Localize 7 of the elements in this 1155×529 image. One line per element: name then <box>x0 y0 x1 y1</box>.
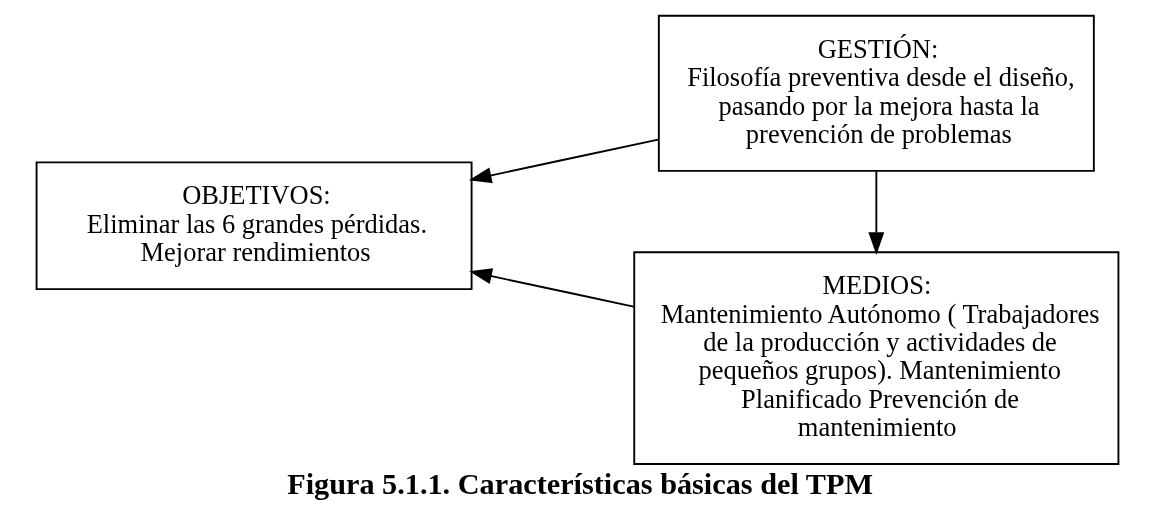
arrow <box>469 268 635 308</box>
caption: Figura 5.1.1. Características básicas del TPM <box>287 466 874 501</box>
node-box: MEDIOS: Mantenimiento Autónomo ( Trabajadores de la producción y actividades de pequeños grupos). Mantenimiento Planificado Prevención de mantenimiento <box>633 251 1120 465</box>
node-box: OBJETIVOS: Eliminar las 6 grandes pérdidas. Mejorar rendimientos <box>35 161 473 291</box>
node-box: GESTIÓN: Filosofía preventiva desde el diseño, pasando por la mejora hasta la prevención de problemas <box>657 14 1095 172</box>
arrow <box>468 138 660 184</box>
arrow <box>868 170 885 255</box>
